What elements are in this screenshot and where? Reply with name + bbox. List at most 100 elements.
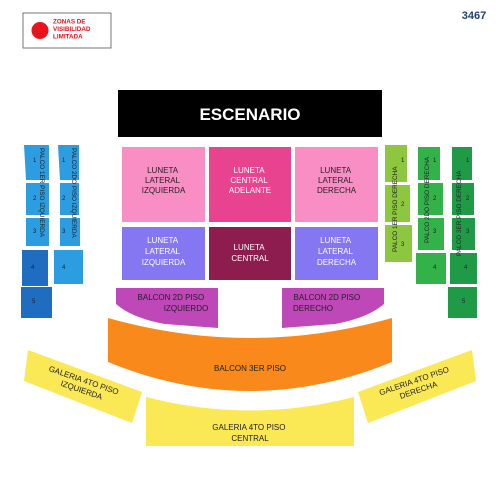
- palco-box-number: 3: [33, 229, 37, 235]
- svg-text:BALCON 2D PISO DERECHO: BALCON 2D PISO DERECHO: [293, 293, 362, 313]
- luneta-label-line: LUNETA: [147, 166, 179, 175]
- legend-line-3: LIMITADA: [53, 34, 83, 41]
- section-balcon-3er-piso[interactable]: BALCON 3ER PISO: [108, 318, 392, 391]
- section-luneta-lateral-izquierda[interactable]: LUNETA LATERAL IZQUIERDA: [122, 227, 205, 280]
- balcon-3er-label: BALCON 3ER PISO: [214, 364, 286, 373]
- palco-box[interactable]: [58, 145, 79, 180]
- palco-box-number: 1: [33, 158, 37, 164]
- section-luneta-central-adelante[interactable]: LUNETA CENTRAL ADELANTE: [209, 147, 291, 222]
- luneta-label-line: LUNETA: [320, 236, 352, 245]
- palco-box[interactable]: [22, 250, 48, 286]
- luneta-label-line: LATERAL: [145, 247, 181, 256]
- palco-box-number: 1: [433, 158, 437, 164]
- palco-box[interactable]: [26, 218, 49, 246]
- luneta-label-line: IZQUIERDA: [142, 186, 186, 195]
- palco-box[interactable]: [452, 218, 475, 250]
- svg-text:LUNETA LATERAL IZQ: LUNETA LATERAL IZQUIERDA: [142, 236, 186, 267]
- section-luneta-lateral-derecha[interactable]: LUNETA LATERAL DERECHA: [295, 227, 378, 280]
- palco-column-label: PALCO 2DO PISO IZQUIERDA: [70, 148, 77, 238]
- luneta-label-line: CENTRAL: [230, 176, 268, 185]
- svg-text:LUNETA CENTRAL: LUNETA CENTRAL: [231, 243, 269, 263]
- palco-box-number: 4: [464, 265, 468, 271]
- luneta-label-line: LUNETA: [320, 166, 352, 175]
- luneta-label-line: LUNETA: [234, 243, 266, 252]
- luneta-label-line: IZQUIERDA: [142, 258, 186, 267]
- palco-3er-piso-derecha: 1 2 3 4 5 PALCO 3ER PISO DERECHA: [448, 147, 477, 318]
- svg-text:LUNETA LATERAL DER: LUNETA LATERAL DERECHA: [317, 166, 357, 195]
- palco-box[interactable]: [418, 218, 444, 250]
- section-galeria-4to-piso-derecha[interactable]: GALERIA 4TO PISO DERECHA: [358, 350, 476, 423]
- map-id: 3467: [462, 10, 486, 22]
- palco-box-number: 4: [433, 265, 437, 271]
- luneta-label-line: DERECHA: [317, 258, 357, 267]
- restricted-visibility-dot-icon: [31, 22, 49, 39]
- palco-box-number: 2: [62, 196, 66, 202]
- svg-text:LUNETA LATERAL IZQ: LUNETA LATERAL IZQUIERDA: [142, 166, 186, 195]
- section-balcon-2d-piso-izquierdo[interactable]: BALCON 2D PISO IZQUIERDO: [116, 288, 218, 328]
- luneta-label-line: LUNETA: [147, 236, 179, 245]
- stage-block: [118, 90, 382, 137]
- palco-2do-piso-izquierda: 1 2 3 4 PALCO 2DO PISO IZQUIERDA: [54, 145, 83, 284]
- section-galeria-4to-piso-central[interactable]: GALERIA 4TO PISO CENTRAL: [146, 397, 354, 446]
- palco-box-number: 2: [433, 196, 437, 202]
- palco-box[interactable]: [385, 185, 410, 222]
- luneta-label-line: LUNETA: [234, 166, 266, 175]
- luneta-label-line: LATERAL: [318, 247, 354, 256]
- palco-box-number: 5: [462, 299, 466, 305]
- galeria-label-line: CENTRAL: [231, 434, 269, 443]
- palco-box[interactable]: [26, 183, 49, 215]
- palco-box-number: 2: [401, 202, 405, 208]
- palco-box[interactable]: [385, 225, 412, 262]
- palco-box[interactable]: [450, 253, 477, 284]
- palco-1er-piso-derecha: 1 2 3 PALCO 1ER PISO DERECHA: [385, 145, 412, 262]
- balcon-2d-label-line: BALCON 2D PISO: [294, 293, 361, 302]
- palco-box[interactable]: [54, 250, 83, 284]
- palco-column-label: PALCO 1ER PISO DERECHA: [392, 166, 399, 252]
- palco-box[interactable]: [385, 145, 407, 182]
- palco-box-number: 3: [433, 229, 437, 235]
- svg-text:BALCON 2D PISO IZQUIERDO: BALCON 2D PISO IZQUIERDO: [138, 293, 209, 313]
- palco-box-number: 4: [31, 265, 35, 271]
- luneta-label-line: LATERAL: [318, 176, 354, 185]
- palco-box-number: 2: [466, 196, 470, 202]
- palco-box[interactable]: [452, 183, 474, 215]
- palco-column-label: PALCO 2DO PISO DERECHA: [424, 156, 431, 243]
- section-luneta-central[interactable]: LUNETA CENTRAL: [209, 227, 291, 280]
- galeria-label-line: GALERIA 4TO PISO: [212, 423, 285, 432]
- palco-column-label: PALCO 1ER PISO IZQUIERDA: [38, 148, 45, 238]
- section-balcon-2d-piso-derecho[interactable]: BALCON 2D PISO DERECHO: [282, 288, 384, 328]
- palco-2do-piso-derecha: 1 2 3 4 PALCO 2DO PISO DERECHA: [416, 147, 446, 284]
- section-luneta-lateral-izquierda-adelante[interactable]: LUNETA LATERAL IZQUIERDA: [122, 147, 205, 222]
- stage-label: ESCENARIO: [199, 105, 300, 124]
- palco-box[interactable]: [416, 253, 446, 284]
- palco-box[interactable]: [418, 147, 440, 180]
- palco-column-label: PALCO 3ER PISO DERECHA: [456, 170, 463, 256]
- palco-box-number: 1: [466, 158, 470, 164]
- palco-box[interactable]: [21, 287, 52, 318]
- luneta-label-line: CENTRAL: [231, 254, 269, 263]
- legend: ZONAS DE VISIBILIDAD LIMITADA: [22, 12, 112, 49]
- svg-text:GALERIA 4TO PISO CENTRAL: GALERIA 4TO PISO CENTRAL: [212, 423, 287, 443]
- luneta-label-line: ADELANTE: [229, 186, 271, 195]
- palco-box[interactable]: [418, 183, 443, 215]
- svg-text:LUNETA LATERAL DER: LUNETA LATERAL DERECHA: [317, 236, 357, 267]
- luneta-label-line: LATERAL: [145, 176, 181, 185]
- legend-line-1: ZONAS DE: [53, 19, 86, 26]
- palco-box-number: 5: [32, 299, 36, 305]
- stage: ESCENARIO: [118, 90, 382, 137]
- section-luneta-lateral-derecha-adelante[interactable]: LUNETA LATERAL DERECHA: [295, 147, 378, 222]
- palco-box[interactable]: [448, 287, 477, 318]
- palco-box-number: 1: [62, 158, 66, 164]
- palco-box-number: 3: [62, 229, 66, 235]
- legend-line-2: VISIBILIDAD: [53, 26, 91, 33]
- palco-box[interactable]: [24, 145, 49, 180]
- palco-box[interactable]: [60, 183, 79, 215]
- palco-box-number: 1: [401, 158, 405, 164]
- luneta-label-line: DERECHA: [317, 186, 357, 195]
- palco-box[interactable]: [452, 147, 472, 180]
- svg-text:LUNETA CENTRAL ADE: LUNETA CENTRAL ADELANTE: [229, 166, 271, 195]
- legend-text: ZONAS DE VISIBILIDAD LIMITADA: [53, 19, 92, 41]
- balcon-2d-label-line: IZQUIERDO: [164, 304, 208, 313]
- palco-box[interactable]: [60, 218, 80, 246]
